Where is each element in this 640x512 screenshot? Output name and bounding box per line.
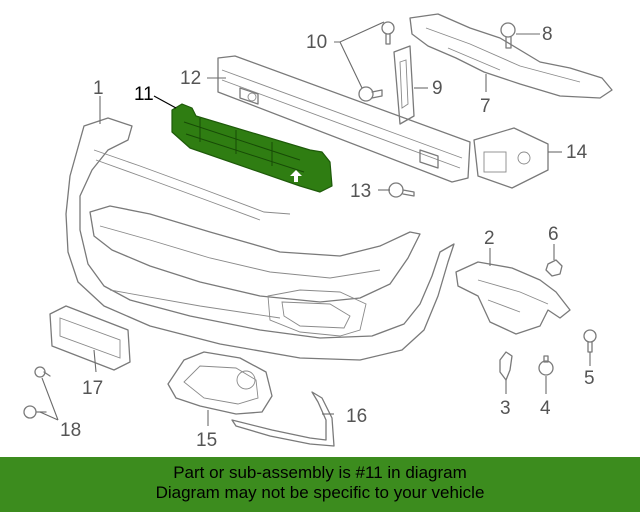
callout-10: 10 bbox=[306, 32, 327, 53]
callout-5: 5 bbox=[584, 368, 595, 389]
upper-bracket bbox=[409, 13, 613, 99]
callout-6: 6 bbox=[548, 224, 559, 245]
callout-1: 1 bbox=[93, 78, 104, 99]
reinforcement-bar bbox=[217, 55, 471, 183]
callout-13: 13 bbox=[350, 181, 371, 202]
callout-3: 3 bbox=[500, 398, 511, 419]
leader-lines bbox=[39, 21, 591, 426]
callout-15: 15 bbox=[196, 430, 217, 451]
callout-9: 9 bbox=[432, 78, 443, 99]
callout-7: 7 bbox=[480, 96, 491, 117]
license-bracket bbox=[49, 305, 131, 371]
absorber-body bbox=[171, 103, 333, 193]
callout-2: 2 bbox=[484, 228, 495, 249]
fog-bezel bbox=[167, 351, 273, 415]
callout-8: 8 bbox=[542, 24, 553, 45]
callout-4: 4 bbox=[540, 398, 551, 419]
callout-labels: 1 11 12 10 8 9 7 14 13 2 6 3 4 5 17 15 1… bbox=[60, 24, 595, 451]
callout-17: 17 bbox=[82, 378, 103, 399]
bumper-cover bbox=[65, 117, 455, 361]
callout-18: 18 bbox=[60, 420, 81, 441]
side-bracket bbox=[473, 127, 549, 189]
callout-16: 16 bbox=[346, 406, 367, 427]
energy-absorber-part-11 bbox=[171, 103, 333, 193]
banner-line-2: Diagram may not be specific to your vehi… bbox=[155, 483, 485, 502]
callout-14: 14 bbox=[566, 142, 588, 163]
info-banner: Part or sub-assembly is #11 in diagram D… bbox=[0, 457, 640, 512]
banner-line-1: Part or sub-assembly is #11 in diagram bbox=[173, 463, 467, 482]
vertical-bracket bbox=[393, 45, 415, 125]
callout-11: 11 bbox=[134, 84, 154, 105]
side-support-bracket bbox=[455, 261, 571, 335]
callout-12: 12 bbox=[180, 68, 201, 89]
trim-strip bbox=[231, 391, 335, 447]
parts-diagram: 1 11 12 10 8 9 7 14 13 2 6 3 4 5 17 15 1… bbox=[23, 13, 613, 451]
